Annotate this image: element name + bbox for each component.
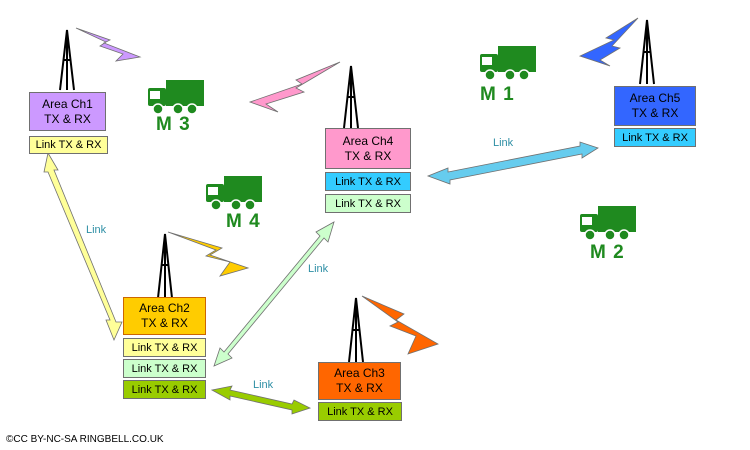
- signal-ch5: [578, 17, 639, 67]
- mobile-m1-label: M 1: [480, 84, 515, 105]
- station-ch4-title: Area Ch4: [342, 133, 394, 148]
- station-ch5-title: Area Ch5: [629, 91, 681, 105]
- station-ch5-link-1: Link TX & RX: [614, 128, 696, 147]
- station-ch1-link-1: Link TX & RX: [29, 136, 108, 154]
- station-ch2-link-2: Link TX & RX: [123, 359, 206, 378]
- antenna-ch1: [59, 29, 75, 91]
- link-arrow-ch2-ch3: [210, 385, 312, 415]
- mobile-m2-label: M 2: [590, 242, 625, 263]
- station-ch3-link-1: Link TX & RX: [318, 402, 402, 421]
- signal-ch3: [361, 295, 439, 355]
- station-ch2-box: Area Ch2 TX & RX: [123, 297, 206, 335]
- mobile-m4-label: M 4: [226, 211, 261, 232]
- station-ch2-title: Area Ch2: [139, 301, 190, 315]
- link-arrow-ch1-ch2: [43, 151, 123, 342]
- radio-signals: [75, 17, 639, 355]
- station-ch2-link-3: Link TX & RX: [123, 380, 206, 399]
- station-ch5-sub: TX & RX: [631, 106, 679, 120]
- truck-m2-icon: [579, 205, 637, 241]
- antenna-ch4: [343, 65, 359, 129]
- truck-m4-icon: [205, 175, 263, 211]
- station-ch4-sub: TX & RX: [344, 148, 392, 163]
- station-ch2-link-1: Link TX & RX: [123, 338, 206, 357]
- station-ch3-box: Area Ch3 TX & RX: [318, 362, 401, 400]
- station-ch1-title: Area Ch1: [42, 96, 93, 111]
- station-ch1-box: Area Ch1 TX & RX: [29, 92, 106, 131]
- station-ch4-link-1: Link TX & RX: [325, 172, 411, 191]
- station-ch1-sub: TX & RX: [44, 111, 91, 126]
- truck-m3-icon: [147, 79, 205, 115]
- signal-ch4: [248, 61, 341, 113]
- link-arrows: [43, 141, 599, 415]
- truck-m1-icon: [479, 45, 537, 81]
- station-ch4-link-2: Link TX & RX: [325, 194, 411, 213]
- station-ch3-sub: TX & RX: [336, 381, 383, 395]
- signal-ch1: [75, 27, 142, 62]
- link-label-ch1-ch2: Link: [86, 224, 107, 236]
- link-arrow-ch2-ch4: [213, 221, 335, 367]
- signal-ch2: [167, 231, 250, 277]
- station-ch4-box: Area Ch4 TX & RX: [325, 128, 411, 169]
- antennas: [59, 19, 655, 363]
- station-ch2-sub: TX & RX: [141, 316, 188, 330]
- antenna-ch2: [157, 233, 173, 299]
- antenna-ch5: [639, 19, 655, 85]
- copyright-credit: ©CC BY-NC-SA RINGBELL.CO.UK: [6, 434, 164, 445]
- link-label-ch2-ch3: Link: [253, 379, 274, 391]
- station-ch5-box: Area Ch5 TX & RX: [614, 86, 696, 126]
- link-label-ch2-ch4: Link: [308, 263, 329, 275]
- link-label-ch4-ch5: Link: [493, 137, 514, 149]
- antenna-ch3: [348, 297, 364, 363]
- mobile-m3-label: M 3: [156, 114, 191, 135]
- link-arrow-ch4-ch5: [426, 141, 599, 185]
- station-ch3-title: Area Ch3: [334, 366, 385, 380]
